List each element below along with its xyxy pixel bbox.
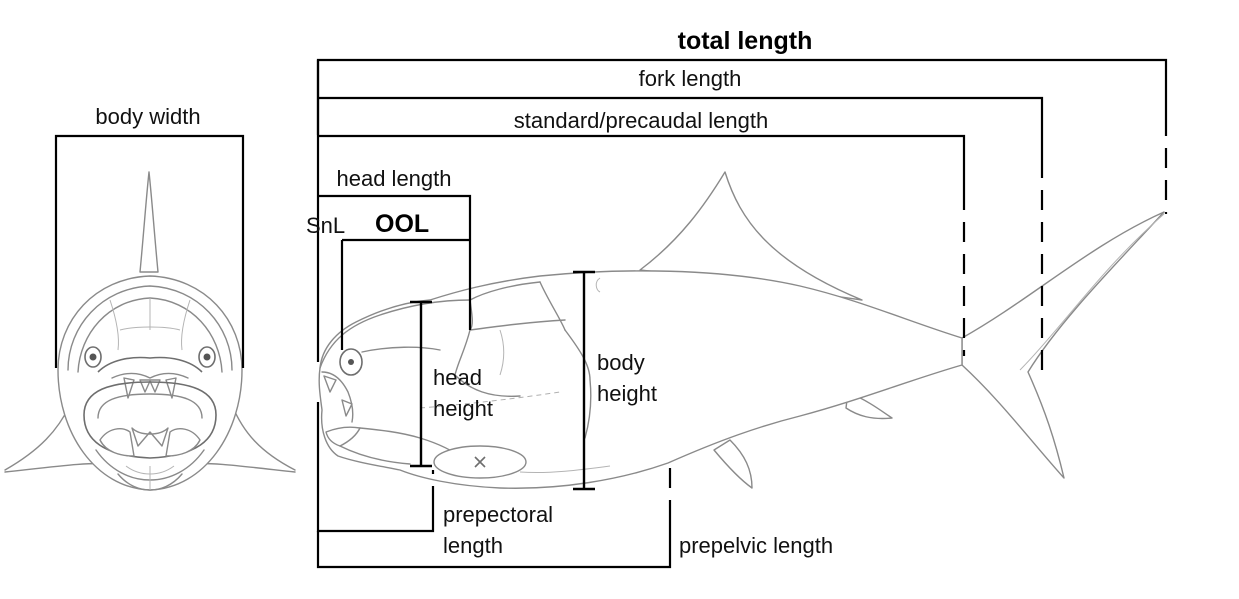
head-length-bracket xyxy=(318,194,472,330)
side-view-illustration xyxy=(318,171,1165,489)
prepelvic-bracket xyxy=(316,520,672,569)
total-length-label: total length xyxy=(678,27,813,55)
body-width-label: body width xyxy=(95,104,200,129)
standard-length-label: standard/precaudal length xyxy=(514,108,768,133)
head-height-label-line2: height xyxy=(433,396,493,421)
ool-label: OOL xyxy=(375,210,429,238)
head-height-label-line1: head xyxy=(433,365,482,390)
prepelvic-label: prepelvic length xyxy=(679,533,833,558)
body-height-label-line1: body xyxy=(597,350,645,375)
standard-length-bracket xyxy=(318,134,966,190)
head-height-bar xyxy=(410,300,432,468)
measurement-lines xyxy=(54,58,1168,569)
body-width-bracket xyxy=(54,134,245,368)
prepectoral-label-line1: prepectoral xyxy=(443,502,553,527)
fork-length-label: fork length xyxy=(639,66,742,91)
prepectoral-bracket xyxy=(316,402,435,533)
labels: total length fork length standard/precau… xyxy=(95,27,833,558)
head-length-label: head length xyxy=(337,166,452,191)
body-height-label-line2: height xyxy=(597,381,657,406)
snl-label: SnL xyxy=(306,213,345,238)
fork-length-bracket xyxy=(318,96,1044,158)
front-view-illustration xyxy=(4,171,296,491)
body-height-bar xyxy=(573,270,595,491)
prepectoral-label-line2: length xyxy=(443,533,503,558)
